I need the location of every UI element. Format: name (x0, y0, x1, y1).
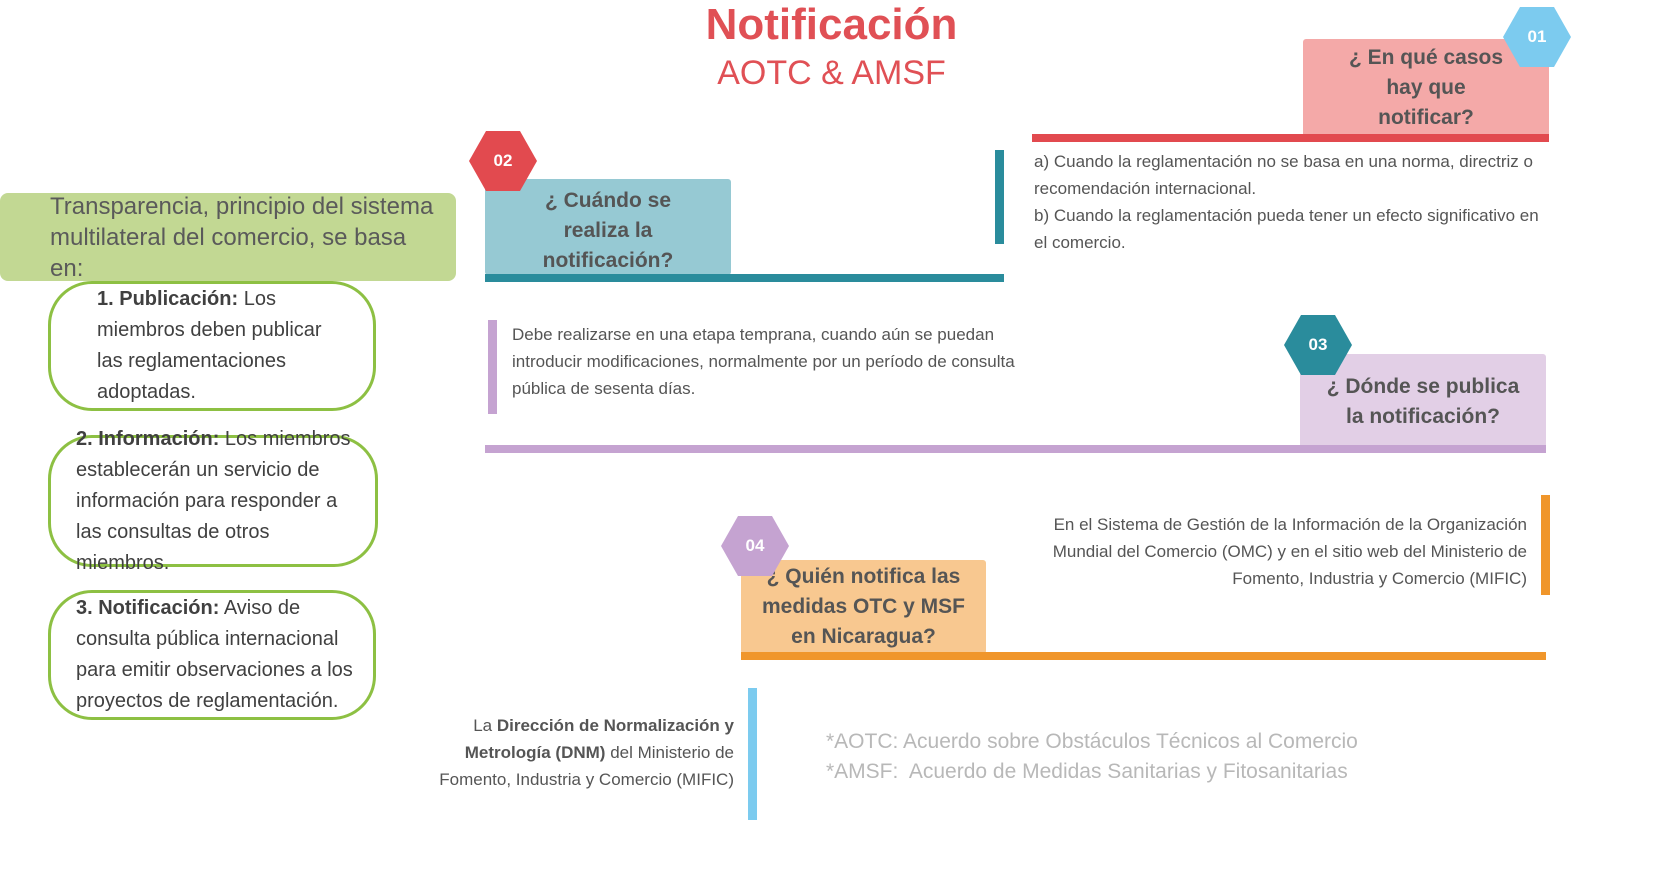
step-number-03: 03 (1284, 315, 1352, 375)
principle-text: 2. Información: Los miembros establecerá… (76, 424, 365, 579)
principle-text: 3. Notificación: Aviso de consulta públi… (76, 593, 353, 717)
answer-02: Debe realizarse en una etapa temprana, c… (512, 325, 1015, 398)
step-line-04 (741, 652, 1546, 660)
step-vline-04 (748, 688, 757, 820)
step-vline-03 (1541, 495, 1550, 595)
question-box-01: ¿ En qué casos hay que notificar? (1303, 39, 1549, 137)
principle-publicacion: 1. Publicación: Los miembros deben publi… (48, 281, 376, 411)
question-box-02: ¿ Cuándo se realiza la notificación? (485, 179, 731, 275)
footnote-aotc: *AOTC: Acuerdo sobre Obstáculos Técnicos… (826, 730, 1358, 753)
page-subtitle: AOTC & AMSF (717, 54, 946, 92)
footnotes: *AOTC: Acuerdo sobre Obstáculos Técnicos… (826, 727, 1386, 787)
question-box-04: ¿ Quién notifica las medidas OTC y MSF e… (741, 560, 986, 654)
principle-label: 2. Información: (76, 427, 220, 450)
answer-04-bold: Dirección de Normalización y Metrología … (464, 716, 734, 762)
answer-04-suffix: del Ministerio de Fomento, Industria y C… (439, 743, 734, 789)
principle-label: 3. Notificación: (76, 597, 220, 619)
principle-desc: Los miembros deben publicar las reglamen… (97, 288, 322, 403)
answer-01-a: a) Cuando la reglamentación no se basa e… (1034, 152, 1533, 198)
principle-text: 1. Publicación: Los miembros deben publi… (97, 284, 343, 408)
step-vline-01 (995, 150, 1004, 244)
step-line-03 (485, 445, 1546, 453)
answer-01: a) Cuando la reglamentación no se basa e… (1034, 148, 1554, 256)
step-vline-02 (488, 320, 497, 414)
answer-01-b: b) Cuando la reglamentación pueda tener … (1034, 206, 1539, 252)
intro-box: Transparencia, principio del sistema mul… (0, 193, 456, 282)
question-box-03: ¿ Dónde se publica la notificación? (1300, 354, 1546, 450)
principle-notificacion: 3. Notificación: Aviso de consulta públi… (48, 590, 376, 720)
principle-label: 1. Publicación: (97, 288, 239, 310)
step-line-01 (1032, 134, 1549, 142)
step-number-01: 01 (1503, 7, 1571, 67)
answer-04-prefix: La (473, 716, 497, 735)
principle-desc: Aviso de consulta pública internacional … (76, 597, 353, 712)
answer-04: La Dirección de Normalización y Metrolog… (435, 712, 734, 793)
principle-informacion: 2. Información: Los miembros establecerá… (48, 428, 378, 574)
page-title: Notificación (705, 0, 958, 49)
footnote-amsf: *AMSF: Acuerdo de Medidas Sanitarias y F… (826, 760, 1348, 783)
answer-03: En el Sistema de Gestión de la Informaci… (1052, 515, 1527, 588)
step-line-02 (485, 274, 1004, 282)
principle-desc: Los miembros establecerán un servicio de… (76, 427, 351, 574)
